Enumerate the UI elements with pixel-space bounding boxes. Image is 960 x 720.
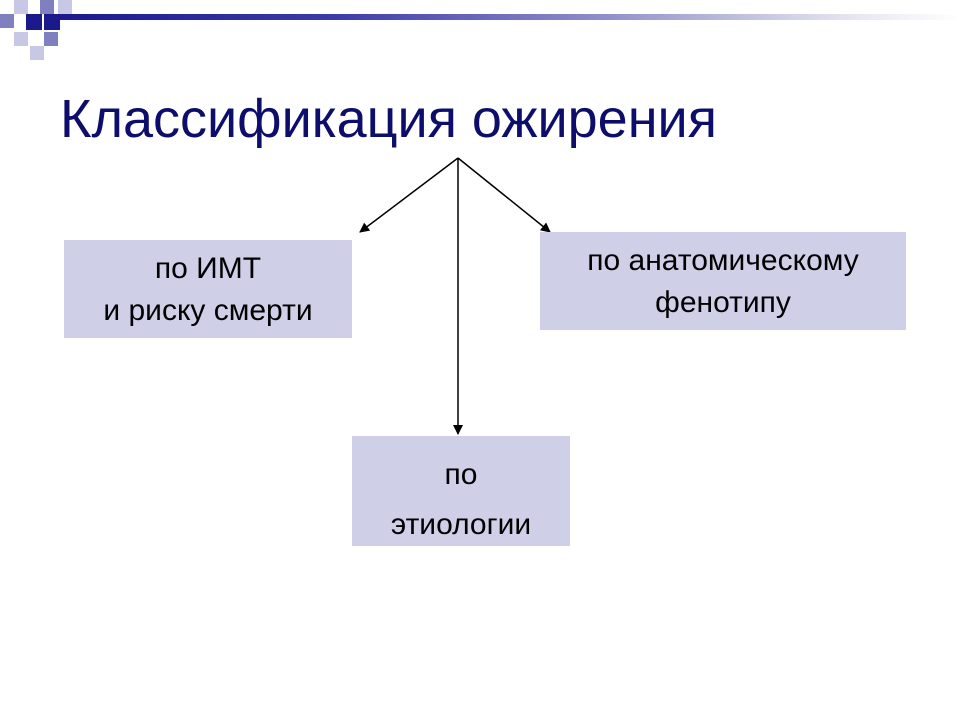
box-phenotype-line2: фенотипу [655, 286, 791, 319]
deco-square [26, 14, 42, 30]
box-bmi-line2: и риску смерти [103, 294, 313, 327]
deco-square [44, 14, 60, 30]
decorative-gradient-bar [60, 14, 960, 20]
deco-square [44, 32, 58, 46]
deco-square [14, 0, 28, 14]
deco-square [30, 46, 44, 60]
deco-square [14, 32, 28, 46]
box-bmi-mortality: по ИМТ и риску смерти [64, 240, 352, 338]
arrow-to-phenotype [457, 157, 551, 233]
deco-square [0, 14, 14, 28]
box-anatomical-phenotype: по анатомическому фенотипу [540, 232, 906, 330]
deco-square [40, 0, 54, 14]
box-etiology-line1: по [444, 458, 478, 491]
box-etiology: по этиологии [352, 436, 570, 546]
box-bmi-line1: по ИМТ [154, 252, 262, 285]
arrow-to-bmi [359, 157, 459, 233]
box-phenotype-line1: по анатомическому [587, 244, 859, 277]
slide-title: Классификация ожирения [60, 89, 717, 149]
box-etiology-line2: этиологии [390, 508, 532, 541]
deco-square [58, 0, 72, 14]
